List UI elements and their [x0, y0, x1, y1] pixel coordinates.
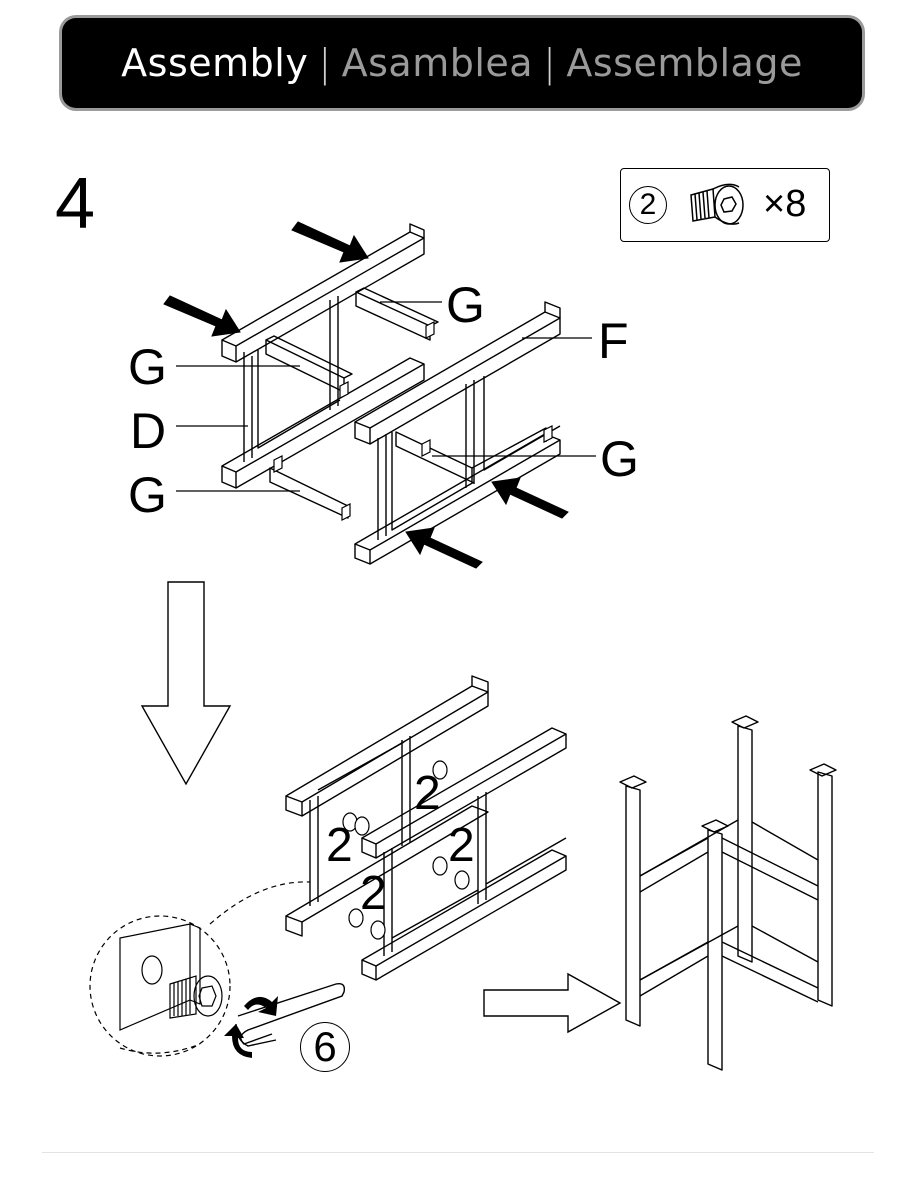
- frame-d: [221, 223, 425, 489]
- title-french: Assemblage: [566, 41, 803, 85]
- bolt-callout: 2: [326, 819, 353, 872]
- footer-divider: [42, 1152, 874, 1153]
- bolt-callout: 2: [360, 867, 387, 920]
- hardware-part-number: 2: [629, 186, 667, 224]
- bolt-icon: [342, 760, 470, 940]
- right-arrow-icon: [483, 972, 622, 1034]
- down-arrow-icon: [140, 581, 232, 786]
- hardware-box: 2 ×8: [620, 168, 830, 242]
- step-number: 4: [55, 164, 96, 244]
- part-label-g-right: G: [600, 431, 639, 487]
- part-label-g-bottom: G: [128, 467, 167, 523]
- part-label-g-left: G: [128, 339, 167, 395]
- title-separator: |: [543, 41, 557, 85]
- title-spanish: Asamblea: [341, 41, 534, 85]
- assembled-frame: [285, 675, 567, 981]
- upright-frame: [619, 715, 837, 1071]
- tool-number: 6: [300, 1022, 350, 1072]
- rotate-arrow-icon: [224, 996, 278, 1058]
- title-separator: |: [318, 41, 332, 85]
- part-label-d: D: [130, 403, 167, 459]
- part-label-f: F: [598, 313, 629, 369]
- bolt-callout: 2: [414, 767, 441, 820]
- page-header: Assembly | Asamblea | Assemblage: [62, 18, 862, 108]
- hardware-quantity: ×8: [763, 183, 807, 225]
- title-english: Assembly: [121, 41, 309, 85]
- frame-f: [354, 301, 561, 565]
- bolt-callout: 2: [448, 819, 475, 872]
- hex-bolt-icon: [690, 183, 744, 225]
- part-label-g-top: G: [446, 277, 485, 333]
- detail-zoom: [89, 881, 311, 1057]
